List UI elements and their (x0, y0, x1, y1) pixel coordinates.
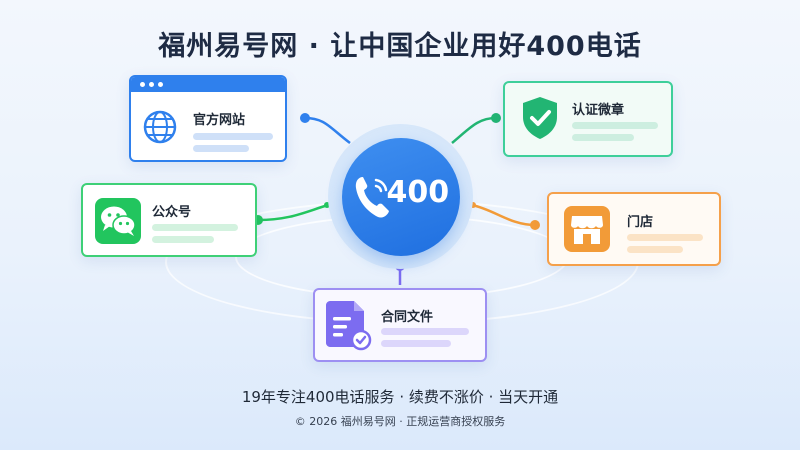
connector-dot-cert (491, 113, 501, 123)
card-website: 官方网站 (129, 75, 287, 162)
cert-icon-box (517, 95, 563, 141)
globe-icon (143, 110, 177, 144)
card-cert: 认证微章 (503, 81, 673, 157)
card-contract-label: 合同文件 (381, 310, 434, 325)
placeholder-line (381, 328, 469, 335)
placeholder-line (572, 122, 658, 129)
card-contract: 合同文件 (313, 288, 487, 362)
connector-dot-website (300, 113, 310, 123)
hub-number: 400 (386, 174, 450, 210)
store-icon-box (564, 206, 610, 252)
phone-icon (355, 176, 389, 218)
card-store-label: 门店 (627, 215, 654, 230)
card-wechat-label: 公众号 (152, 205, 192, 220)
shield-check-icon (523, 97, 557, 139)
wechat-icon (101, 206, 136, 236)
connector-wechat (257, 203, 329, 222)
placeholder-line (572, 134, 634, 141)
connector-website (304, 116, 351, 144)
store-icon (571, 216, 603, 244)
placeholder-line (193, 133, 273, 140)
connector-cert (451, 116, 497, 144)
hub-400: 400 (328, 124, 473, 269)
placeholder-line (193, 145, 249, 152)
placeholder-line (627, 246, 683, 253)
card-website-label: 官方网站 (193, 113, 246, 128)
browser-titlebar (131, 77, 285, 92)
page-title: 福州易号网 · 让中国企业用好400电话 (158, 31, 642, 62)
document-check-icon (326, 301, 372, 351)
card-cert-label: 认证微章 (572, 103, 625, 118)
placeholder-line (152, 236, 214, 243)
card-wechat: 公众号 (81, 183, 257, 257)
connector-store (471, 203, 536, 227)
hub-circle: 400 (341, 137, 460, 256)
wechat-icon-box (95, 198, 141, 244)
placeholder-line (627, 234, 703, 241)
connector-dot-store (530, 220, 540, 230)
placeholder-line (152, 224, 238, 231)
placeholder-line (381, 340, 451, 347)
copyright-text: © 2026 福州易号网 · 正规运营商授权服务 (294, 415, 506, 428)
card-store: 门店 (547, 192, 721, 266)
slogan-text: 19年专注400电话服务 · 续费不涨价 · 当天开通 (241, 388, 559, 406)
